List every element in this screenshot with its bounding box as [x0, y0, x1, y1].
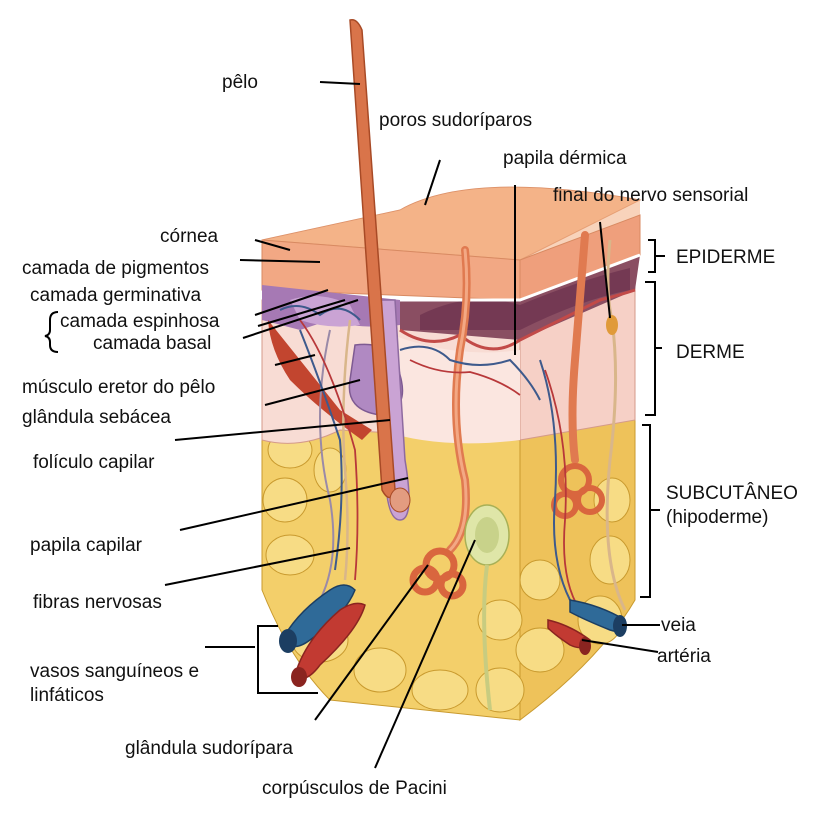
label-arteria: artéria — [657, 646, 711, 667]
label-subcutaneo-2: (hipoderme) — [666, 507, 769, 528]
label-epiderme: EPIDERME — [676, 247, 776, 268]
label-musculo: músculo eretor do pêlo — [22, 377, 216, 398]
label-pacini: corpúsculos de Pacini — [262, 778, 447, 799]
left-bracket — [44, 311, 59, 353]
label-vasos-1: vasos sanguíneos e — [30, 661, 200, 682]
label-foliculo: folículo capilar — [33, 452, 155, 473]
label-derme: DERME — [676, 342, 745, 363]
label-cornea: córnea — [160, 226, 219, 247]
label-papila-dermica: papila dérmica — [503, 148, 627, 169]
label-sebacea: glândula sebácea — [22, 407, 171, 428]
label-subcutaneo-1: SUBCUTÂNEO — [666, 483, 798, 504]
label-veia: veia — [661, 615, 696, 636]
label-nervo-sensorial: final do nervo sensorial — [553, 185, 749, 206]
nerve-ending — [606, 315, 618, 335]
label-espinhosa: camada espinhosa — [60, 311, 220, 332]
vein-left — [284, 584, 356, 648]
label-poros: poros sudoríparos — [379, 110, 533, 131]
label-pigmentos: camada de pigmentos — [22, 258, 209, 279]
sweat-duct-right — [568, 231, 589, 464]
label-basal: camada basal — [93, 333, 212, 354]
label-pelo: pêlo — [222, 72, 258, 93]
arrector-muscle — [268, 320, 372, 440]
artery-left — [294, 602, 366, 680]
label-germinativa: camada germinativa — [30, 285, 202, 306]
label-fibras: fibras nervosas — [33, 592, 162, 613]
label-vasos-2: linfáticos — [30, 685, 104, 706]
label-sudoripara: glândula sudorípara — [125, 738, 293, 759]
hair-papilla — [389, 487, 411, 513]
vessel-network — [279, 305, 571, 601]
leader-lines — [164, 81, 665, 769]
label-papila-capilar: papila capilar — [30, 535, 142, 556]
